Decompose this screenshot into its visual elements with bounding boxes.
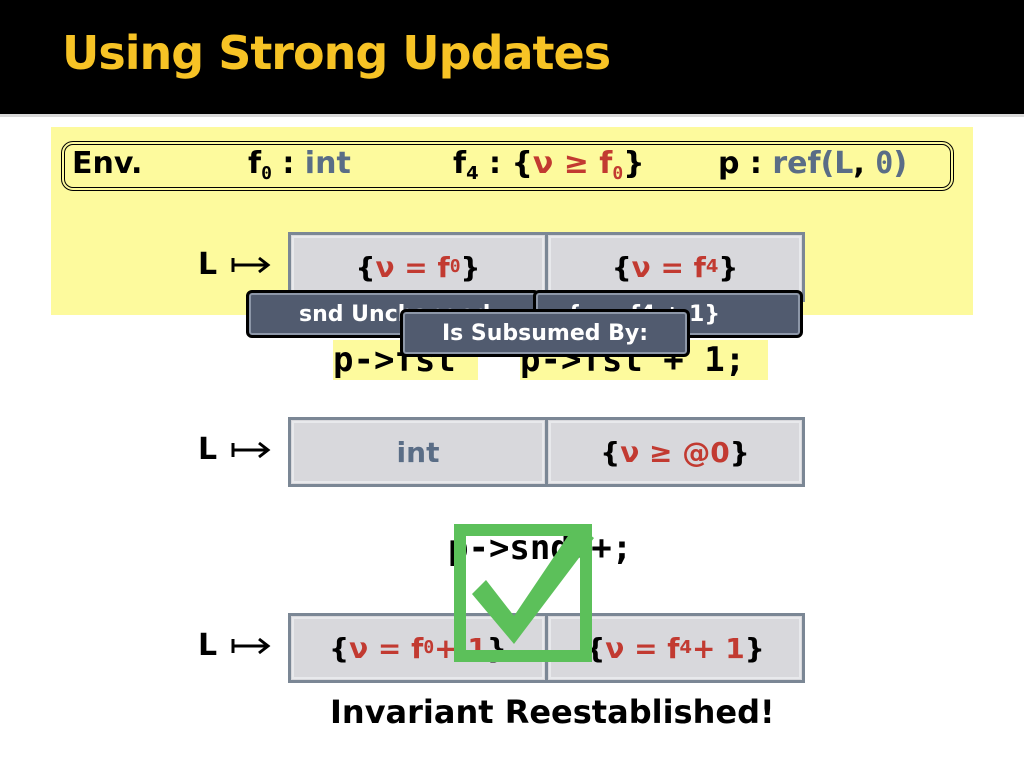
invariant-message: Invariant Reestablished! bbox=[330, 693, 775, 731]
maps-to-icon bbox=[231, 256, 271, 274]
heap-cell-fst-row2: int bbox=[288, 417, 548, 487]
env-label: Env. bbox=[72, 146, 143, 181]
heap-cell-snd-row2: {ν ≥ @0} bbox=[545, 417, 805, 487]
env-f0-binding: f0 : int bbox=[248, 146, 351, 184]
heap-label-row2: L bbox=[198, 432, 218, 467]
subsumed-tag: Is Subsumed By: bbox=[400, 309, 690, 357]
maps-to-icon bbox=[231, 441, 271, 459]
title-rule bbox=[0, 114, 1024, 117]
heap-label-row3: L bbox=[198, 628, 218, 663]
maps-to-icon bbox=[231, 637, 271, 655]
title-bar: Using Strong Updates bbox=[0, 0, 1024, 112]
env-f4-binding: f4 : {ν ≥ f0} bbox=[453, 146, 645, 184]
checkmark-box-icon bbox=[454, 524, 594, 662]
env-box bbox=[61, 141, 954, 191]
slide-title: Using Strong Updates bbox=[62, 26, 611, 80]
heap-label-row1: L bbox=[198, 247, 218, 282]
env-p-binding: p : ref(L, 0) bbox=[718, 146, 908, 181]
